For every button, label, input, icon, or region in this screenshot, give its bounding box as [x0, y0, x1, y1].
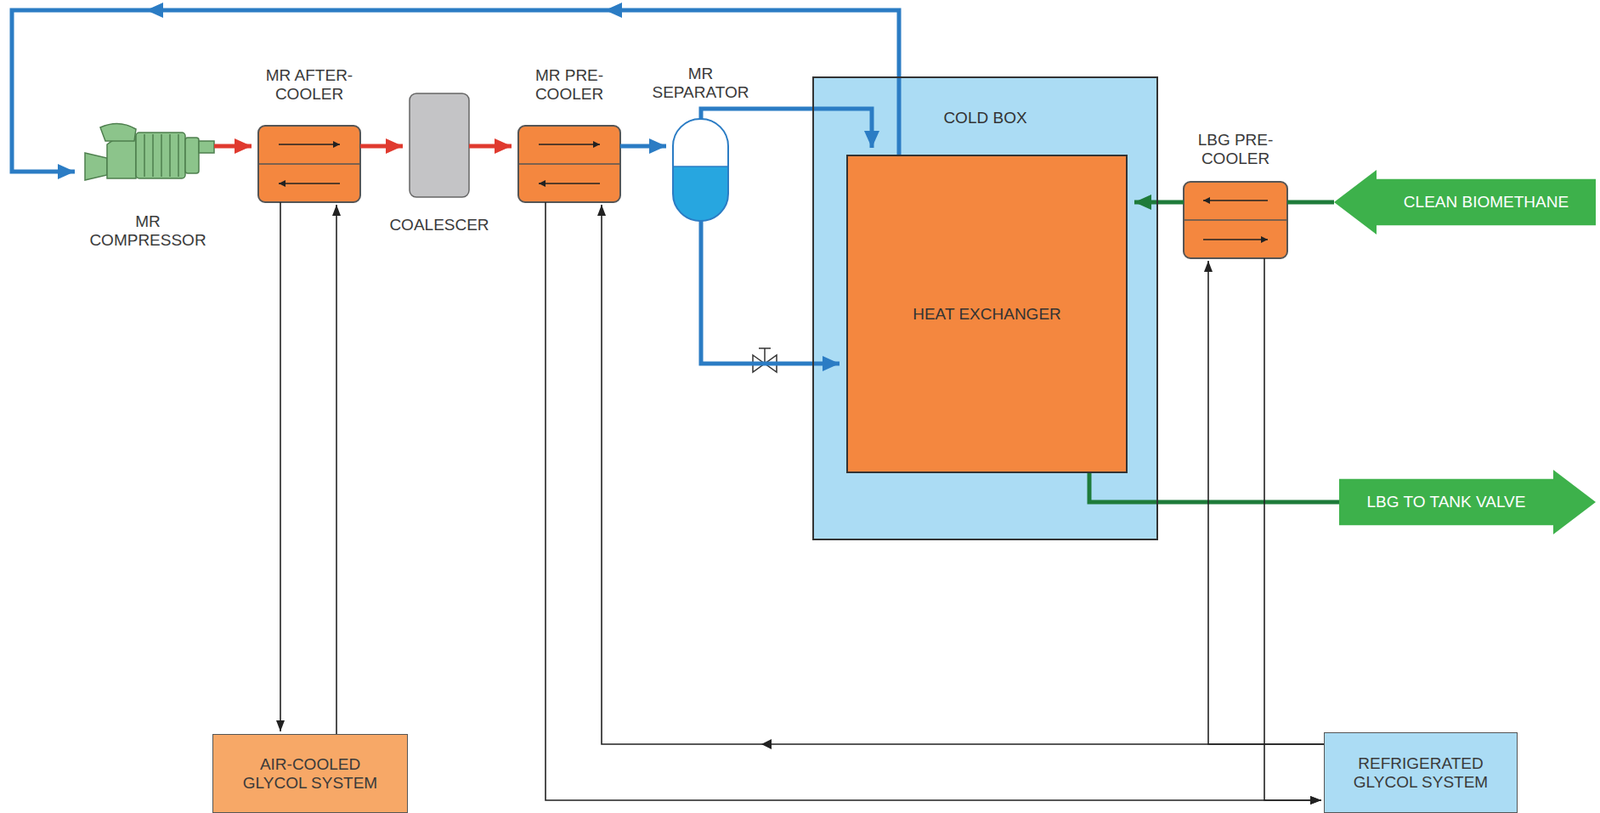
flow-line: [214, 144, 252, 149]
outlet-arrow: LBG TO TANK VALVE: [1339, 469, 1596, 535]
arrow-fill: [1339, 469, 1596, 535]
node-label: HEAT EXCHANGER: [912, 305, 1062, 324]
coalescer-vessel: [409, 93, 470, 198]
node-label: REFRIGERATED GLYCOL SYSTEM: [1351, 754, 1490, 792]
node-label: COALESCER: [388, 215, 492, 235]
node-label: LBG PRE-COOLER: [1181, 130, 1291, 169]
inlet-arrow: CLEAN BIOMETHANE: [1334, 169, 1596, 235]
node-label: AIR-COOLED GLYCOL SYSTEM: [241, 755, 379, 793]
cold-box: COLD BOX HEAT EXCHANGER: [812, 76, 1159, 541]
flow-line: [360, 144, 403, 149]
node-label: MR AFTER-COOLER: [244, 66, 374, 104]
node-label: MR SEPARATOR: [650, 64, 752, 102]
flow-line: [1134, 200, 1184, 205]
flow-line: [279, 202, 282, 732]
flow-line: [1287, 200, 1335, 205]
label-holder: MR SEPARATOR: [650, 64, 752, 102]
separator-vessel: [672, 118, 729, 227]
label-holder: COALESCER: [388, 215, 492, 235]
cooler-node: LBG PRE-COOLER: [1183, 181, 1288, 259]
compressor-symbol: [84, 123, 215, 181]
flow-line: [701, 108, 872, 148]
flow-line: [1264, 258, 1322, 801]
compressor-node: MR COMPRESSOR: [81, 118, 215, 182]
label-holder: MR COMPRESSOR: [88, 212, 209, 250]
node-label: COLD BOX: [943, 108, 1027, 128]
flow-line: [469, 144, 512, 149]
separator-node: MR SEPARATOR: [672, 118, 729, 221]
heat-exchanger-symbol: [1183, 181, 1288, 259]
heat-exchanger-symbol: [258, 125, 361, 203]
flow-line: [620, 144, 667, 149]
flow-line: [11, 10, 899, 172]
label-holder: MR PRE-COOLER: [514, 66, 625, 104]
valve-symbol: [752, 348, 777, 373]
flow-line: [335, 204, 338, 735]
label-holder: MR AFTER-COOLER: [244, 66, 374, 104]
node-label: CLEAN BIOMETHANE: [1403, 192, 1569, 212]
heat-exchanger-box: HEAT EXCHANGER: [846, 154, 1128, 474]
node-label: MR COMPRESSOR: [88, 212, 209, 250]
flow-line: [1208, 260, 1324, 745]
heat-exchanger-symbol: [518, 125, 621, 203]
flow-line: [1089, 473, 1340, 503]
node-label: LBG TO TANK VALVE: [1367, 492, 1527, 512]
flow-line: [701, 220, 840, 364]
label-holder: LBG PRE-COOLER: [1181, 130, 1291, 169]
cold-box-ground: [813, 77, 1158, 540]
glycol-system-box: AIR-COOLED GLYCOL SYSTEM: [212, 734, 408, 813]
cooler-node: MR PRE-COOLER: [518, 125, 621, 203]
coalescer-node: COALESCER: [409, 93, 470, 198]
glycol-system-box: REFRIGERATED GLYCOL SYSTEM: [1323, 732, 1518, 813]
arrow-fill: [1334, 169, 1596, 235]
node-label: MR PRE-COOLER: [514, 66, 625, 104]
cooler-node: MR AFTER-COOLER: [258, 125, 361, 203]
